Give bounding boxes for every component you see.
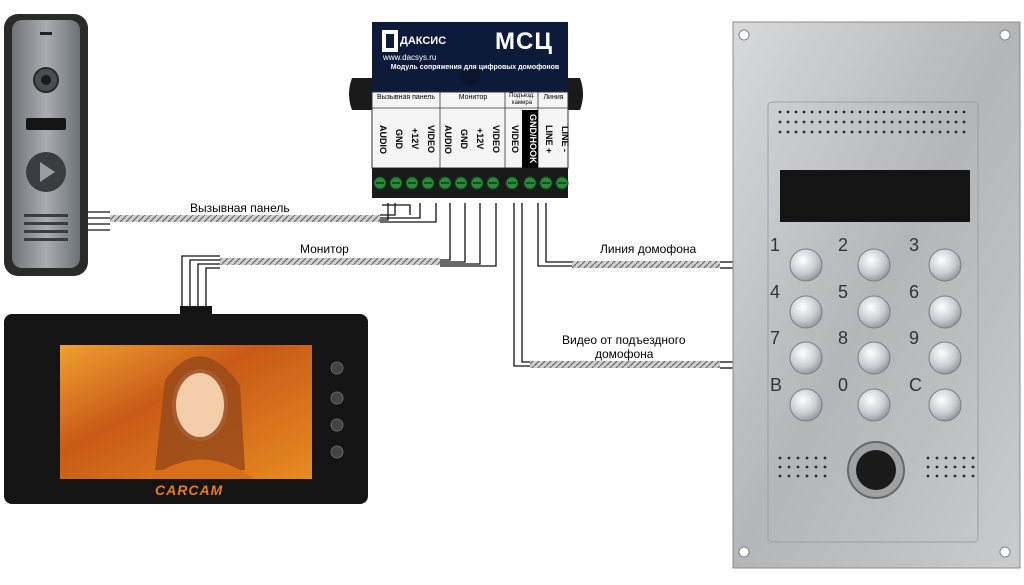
keypad: [789, 248, 962, 422]
terminal-block: [373, 176, 569, 190]
cable-monitor: [220, 258, 440, 265]
cable-label-monitor: Монитор: [300, 242, 349, 256]
keypad-digit: 4: [770, 282, 781, 302]
cable-label-line: Линия домофона: [600, 242, 697, 256]
module-model: МСЦ: [495, 28, 553, 55]
keypad-button[interactable]: [789, 388, 823, 422]
keypad-digit: 1: [770, 235, 781, 255]
reader-icon: [856, 450, 896, 490]
display-window: [780, 170, 970, 222]
terminal-label: VIDEO: [491, 124, 501, 153]
keypad-digit: 6: [909, 282, 920, 302]
keypad-digit: 7: [770, 328, 781, 348]
keypad-button[interactable]: [789, 341, 823, 375]
monitor-button-1[interactable]: [330, 361, 344, 375]
cable-label-panel: Вызывная панель: [190, 201, 290, 215]
cable-label-video-2: домофона: [595, 347, 654, 361]
wires: [88, 203, 735, 369]
entrance-intercom-panel: [732, 21, 1021, 569]
keypad-button[interactable]: [928, 295, 962, 329]
keypad-digit: 2: [838, 235, 849, 255]
terminal-label: AUDIO: [378, 124, 388, 154]
terminal-label: GND: [459, 129, 469, 149]
cable-video: [530, 361, 720, 368]
group-label-line: Линия: [543, 94, 564, 101]
monitor-button-2[interactable]: [330, 391, 344, 405]
group-label-panel: Вызывная панель: [376, 94, 436, 101]
terminal-label: GND: [394, 129, 404, 149]
cable-panel: [110, 215, 380, 222]
video-monitor: [4, 306, 368, 504]
terminal-label: VIDEO: [426, 124, 436, 153]
keypad-button[interactable]: [928, 341, 962, 375]
monitor-button-4[interactable]: [330, 445, 344, 459]
keypad-digit: 0: [838, 375, 849, 395]
group-label-camera: Подъезд. камера: [509, 93, 535, 106]
group-label-monitor: Монитор: [458, 94, 488, 101]
keypad-button[interactable]: [928, 248, 962, 282]
keypad-button[interactable]: [789, 248, 823, 282]
terminal-label: LINE +: [544, 124, 554, 154]
terminal-label: +12V: [475, 128, 485, 150]
keypad-digit: C: [909, 375, 922, 395]
call-panel: [4, 14, 88, 276]
keypad-button[interactable]: [789, 295, 823, 329]
module-brand: ДАКСИС: [400, 35, 447, 47]
keypad-button[interactable]: [857, 341, 891, 375]
keypad-digit: 3: [909, 235, 920, 255]
module-url: www.dacsys.ru: [383, 53, 437, 62]
keypad-digit: 9: [909, 328, 920, 348]
keypad-button[interactable]: [857, 248, 891, 282]
keypad-digit: B: [770, 375, 783, 395]
keypad-button[interactable]: [857, 295, 891, 329]
terminal-label: +12V: [410, 128, 420, 150]
cable-label-video-1: Видео от подъездного: [562, 333, 686, 347]
terminal-label: VIDEO: [510, 124, 520, 153]
keypad-digit: 8: [838, 328, 849, 348]
terminal-label: AUDIO: [443, 124, 453, 154]
keypad-digit: 5: [838, 282, 849, 302]
terminal-label: GND/HOOK: [522, 110, 538, 168]
interface-module: [349, 22, 583, 198]
monitor-brand: CARCAM: [155, 482, 224, 498]
keypad-button[interactable]: [928, 388, 962, 422]
cable-line: [572, 261, 720, 268]
terminal-label: LINE -: [560, 126, 570, 152]
monitor-button-3[interactable]: [330, 418, 344, 432]
keypad-button[interactable]: [857, 388, 891, 422]
module-description: Модуль сопряжения для цифровых домофонов: [390, 64, 560, 71]
